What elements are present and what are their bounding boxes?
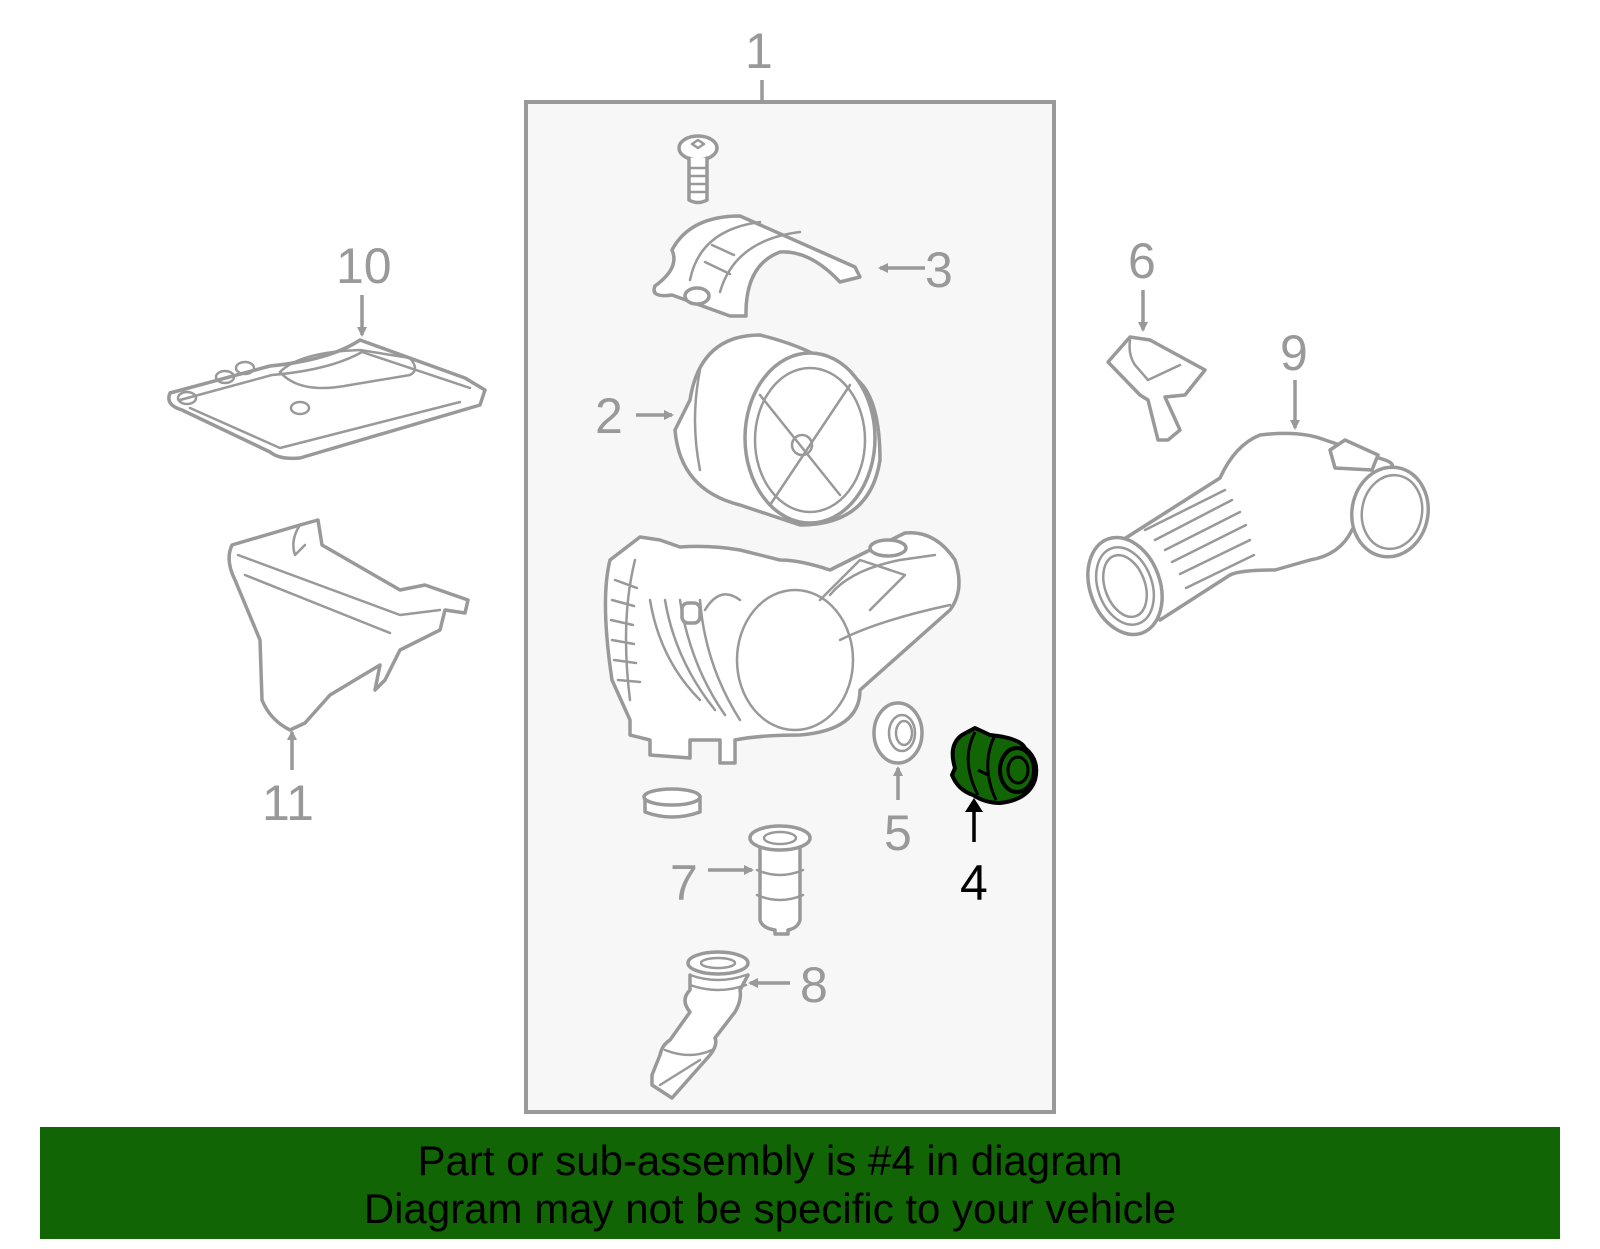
part-7-tube-icon: 7 — [670, 824, 812, 936]
part-8-elbow-icon: 8 — [650, 950, 828, 1100]
callout-2[interactable]: 2 — [595, 388, 623, 444]
part-2-filter-icon: 2 — [595, 333, 882, 527]
banner-line-part-number: Part or sub-assembly is #4 in diagram — [417, 1137, 1123, 1184]
part-3-bracket-icon: 3 — [652, 214, 953, 318]
info-banner: Part or sub-assembly is #4 in diagram Di… — [40, 1127, 1560, 1239]
callout-5[interactable]: 5 — [884, 805, 912, 861]
callout-4[interactable]: 4 — [960, 855, 988, 911]
part-11-bracket-icon: 11 — [227, 518, 470, 831]
part-6-sensor-icon: 6 — [1106, 233, 1207, 442]
callout-10[interactable]: 10 — [336, 238, 392, 294]
callout-6[interactable]: 6 — [1128, 233, 1156, 289]
bolt-icon — [677, 134, 719, 205]
part-4-mount-icon[interactable]: 4 — [950, 726, 1039, 911]
air-cleaner-housing-icon — [603, 531, 961, 765]
part-5-grommet-icon: 5 — [872, 701, 924, 861]
callout-8[interactable]: 8 — [800, 957, 828, 1013]
callout-7[interactable]: 7 — [670, 855, 698, 911]
part-9-duct-icon: 9 — [1086, 325, 1430, 637]
callout-1[interactable]: 1 — [745, 23, 773, 79]
callout-3[interactable]: 3 — [925, 242, 953, 298]
banner-line-disclaimer: Diagram may not be specific to your vehi… — [363, 1185, 1177, 1232]
callout-11[interactable]: 11 — [262, 775, 314, 831]
callout-9[interactable]: 9 — [1280, 325, 1308, 381]
ring-icon — [642, 787, 702, 819]
part-10-plate-icon: 10 — [167, 238, 487, 461]
